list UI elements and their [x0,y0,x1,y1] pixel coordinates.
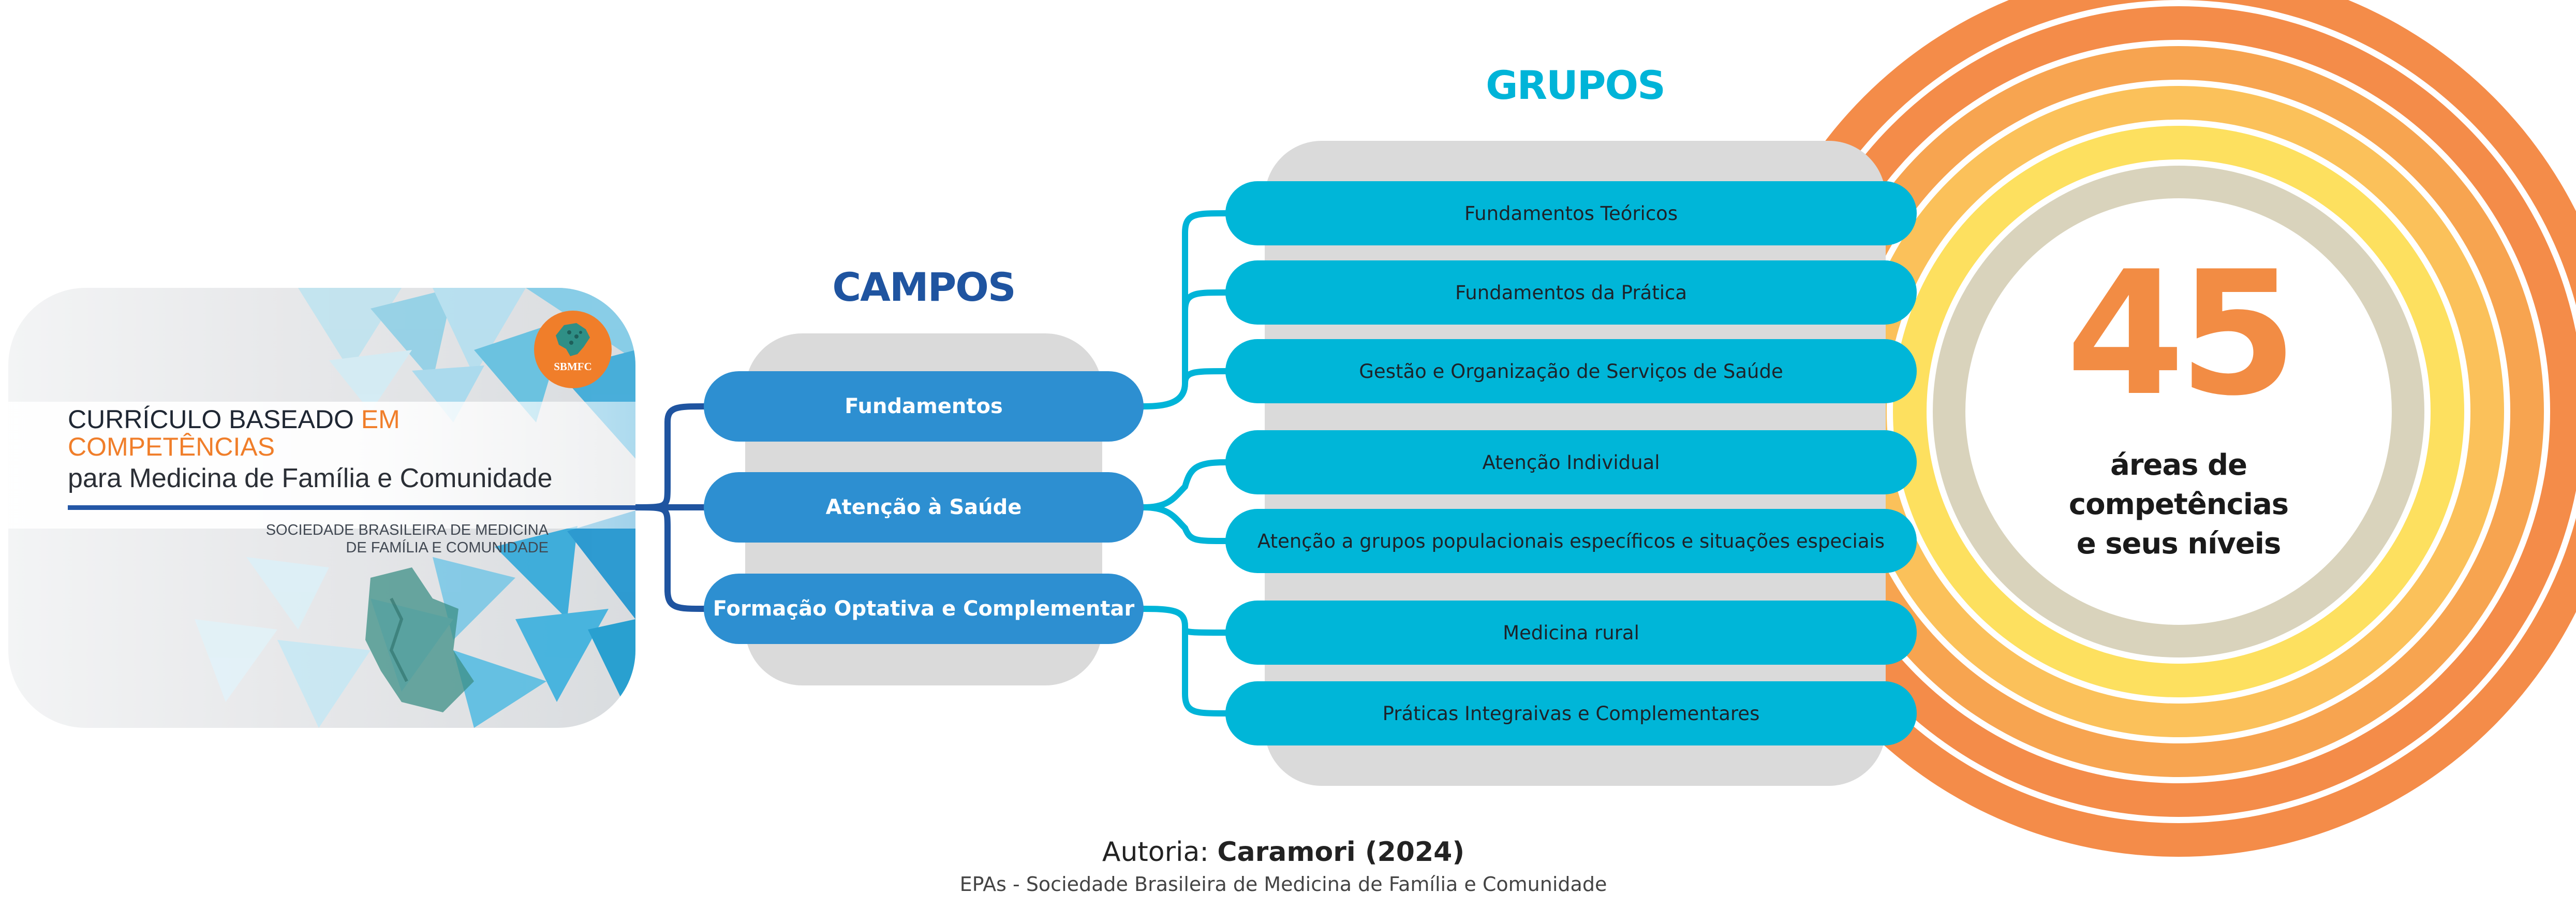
cover-rule [68,505,635,510]
cover-title-highlight: EM [361,405,400,434]
author-credit: Autoria: Caramori (2024) [880,837,1687,868]
grupo-atencao-grupos: Atenção a grupos populacionais específic… [1225,509,1917,573]
areas-caption-line2: competências [2068,488,2289,521]
sbmfc-logo-text: SBMFC [554,360,592,373]
grupo-medicina-rural: Medicina rural [1225,601,1917,665]
grupo-fundamentos-teoricos: Fundamentos Teóricos [1225,181,1917,245]
campo-formacao-optativa: Formação Optativa e Complementar [704,574,1144,644]
grupos-title: GRUPOS [1486,62,1666,108]
campos-title: CAMPOS [832,264,1016,310]
grupo-atencao-individual: Atenção Individual [1225,430,1917,494]
areas-caption-line1: áreas de [2110,448,2247,482]
grupo-praticas-integrativas: Práticas Integraivas e Complementares [1225,681,1917,745]
campo-fundamentos: Fundamentos [704,371,1144,442]
cover-org-line1: SOCIEDADE BRASILEIRA DE MEDICINA [265,522,549,538]
cover-card: CURRÍCULO BASEADO EM COMPETÊNCIAS para M… [8,288,635,728]
cover-subtitle: para Medicina de Família e Comunidade [68,463,553,493]
cover-org-line2: DE FAMÍLIA E COMUNIDADE [346,539,549,556]
source-note: EPAs - Sociedade Brasileira de Medicina … [959,873,1607,896]
cover-title-line2: COMPETÊNCIAS [68,432,275,461]
grupo-fundamentos-pratica: Fundamentos da Prática [1225,260,1917,325]
author-credit-prefix: Autoria: [1102,837,1218,868]
grupo-gestao-servicos: Gestão e Organização de Serviços de Saúd… [1225,339,1917,403]
brazil-map-icon [556,323,590,356]
campo-atencao-saude: Atenção à Saúde [704,472,1144,543]
author-credit-name: Caramori (2024) [1217,837,1465,868]
areas-count: 45 [2066,235,2297,433]
sbmfc-logo: SBMFC [534,311,612,388]
cover-title-line1: CURRÍCULO BASEADO EM [68,405,400,434]
areas-caption-line3: e seus níveis [2076,527,2282,561]
